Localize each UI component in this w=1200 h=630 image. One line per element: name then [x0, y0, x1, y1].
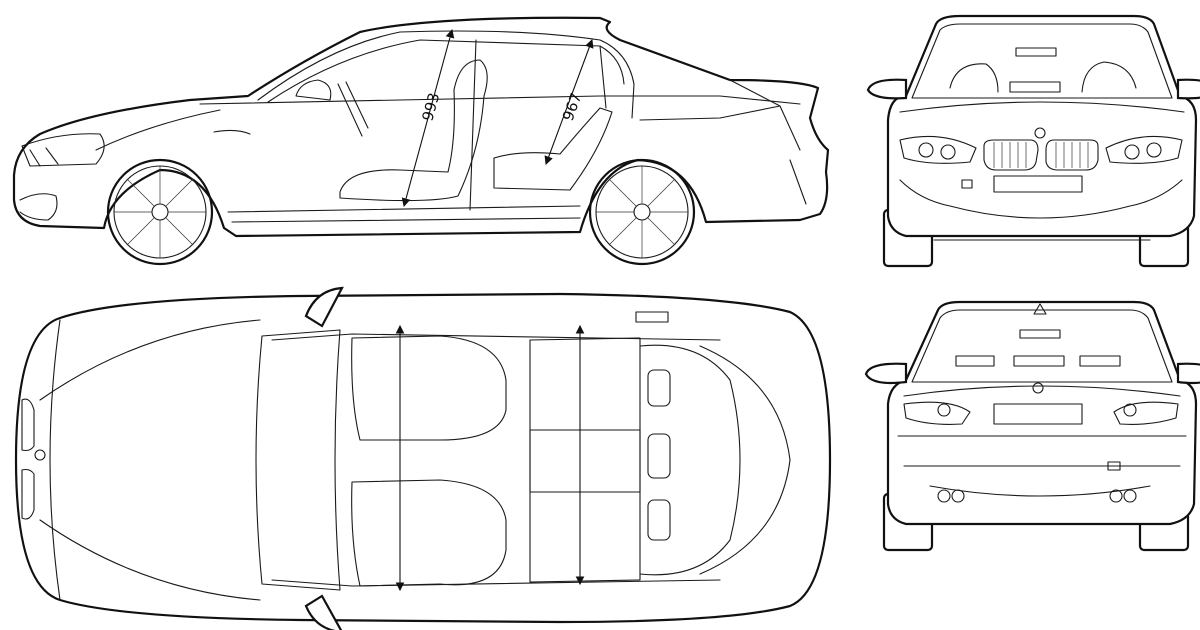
rear-view: [864, 300, 1200, 552]
front-headroom-dimension-line: [401, 28, 455, 208]
top-view: [14, 286, 832, 630]
front-view: [866, 14, 1200, 268]
side-view: 993 967: [12, 16, 830, 266]
rear-wheel: [588, 158, 696, 266]
front-headroom-label: 993: [418, 91, 443, 123]
rear-headroom-dimension-line: [544, 38, 594, 166]
rear-headroom-label: 967: [559, 90, 586, 123]
front-wheel: [106, 158, 214, 266]
